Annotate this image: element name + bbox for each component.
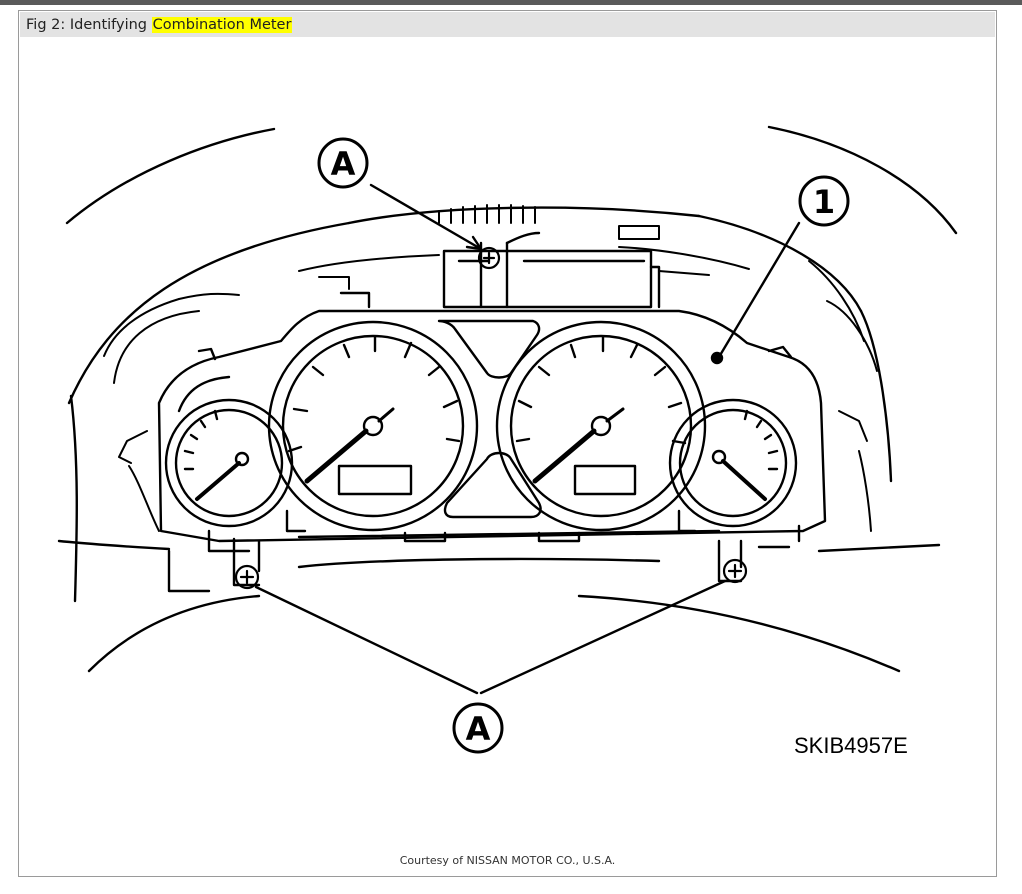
callout-one: 1: [798, 175, 850, 227]
left-small-gauge: [164, 398, 294, 528]
cluster-housing: [157, 309, 827, 553]
callout-a-bottom-label: A: [466, 710, 491, 748]
callout-a-top: A: [317, 137, 369, 189]
callout-a-bottom: A: [452, 702, 504, 754]
left-large-gauge: [267, 320, 479, 532]
caption-highlight: Combination Meter: [151, 17, 293, 33]
center-display-window: [437, 319, 542, 519]
top-bracket: [339, 231, 661, 309]
lower-trim: [167, 537, 791, 593]
right-small-gauge: [668, 398, 798, 528]
leader-lines: [254, 183, 801, 695]
figure-caption-bar: Fig 2: Identifying Combination Meter: [20, 12, 995, 37]
hood-ticks: [438, 204, 536, 224]
screw-right-icon: [722, 558, 748, 584]
right-large-gauge: [495, 320, 707, 532]
figure-frame: Fig 2: Identifying Combination Meter: [18, 10, 997, 877]
diagram-code: SKIB4957E: [794, 733, 908, 758]
figure-caption: Fig 2: Identifying Combination Meter: [26, 17, 293, 33]
screw-top-icon: [477, 246, 501, 270]
window-top-bar: [0, 0, 1022, 5]
caption-prefix: Fig 2: Identifying: [26, 17, 152, 33]
callout-one-label: 1: [813, 183, 835, 221]
screw-left-icon: [234, 564, 260, 590]
dash-cowl: [103, 225, 878, 532]
dash-outline: [57, 125, 958, 673]
image-credit: Courtesy of NISSAN MOTOR CO., U.S.A.: [399, 854, 616, 867]
combination-meter-diagram: A 1 A SKIB4957E: [57, 125, 958, 758]
callout-a-top-label: A: [331, 145, 356, 183]
